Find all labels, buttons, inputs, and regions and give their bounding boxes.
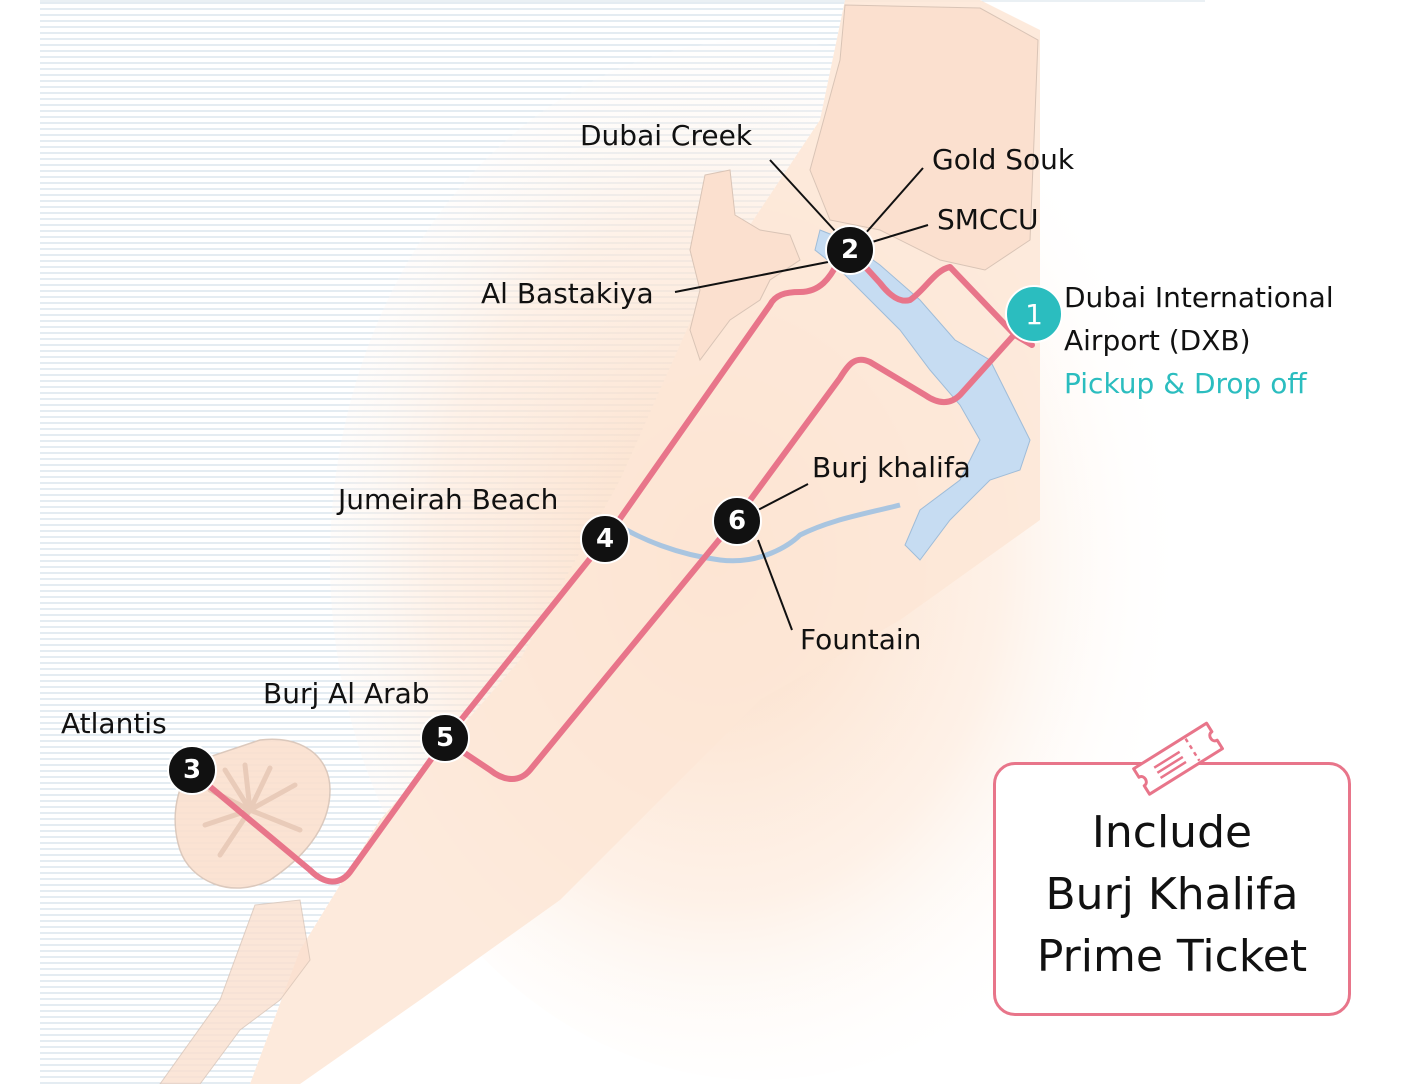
business-bay-canal — [608, 502, 901, 564]
stop-marker-2[interactable]: 2 — [825, 225, 875, 275]
ticket-callout: Include Burj Khalifa Prime Ticket — [993, 762, 1351, 1016]
stop-marker-3[interactable]: 3 — [167, 745, 217, 795]
airport-name-line1: Dubai International — [1064, 281, 1334, 314]
dubai-creek-water — [814, 229, 1031, 561]
deira-land — [809, 4, 1039, 271]
label-burj-al-arab: Burj Al Arab — [263, 677, 430, 710]
stop-marker-6[interactable]: 6 — [712, 496, 762, 546]
label-airport: Dubai International Airport (DXB) Pickup… — [1064, 276, 1334, 405]
stop-marker-5[interactable]: 5 — [420, 713, 470, 763]
airport-name-line2: Airport (DXB) — [1064, 324, 1251, 357]
label-atlantis: Atlantis — [61, 707, 167, 740]
label-al-bastakiya: Al Bastakiya — [481, 277, 654, 310]
label-gold-souk: Gold Souk — [932, 143, 1075, 176]
label-dubai-creek: Dubai Creek — [580, 119, 753, 152]
ticket-line-3: Prime Ticket — [1036, 931, 1308, 982]
creek-islands — [689, 169, 801, 362]
jebel-ali-coast — [159, 899, 311, 1084]
label-fountain: Fountain — [800, 623, 922, 656]
ticket-line-1: Include — [1091, 807, 1253, 858]
route-line-north — [187, 245, 1035, 885]
label-burj-khalifa: Burj khalifa — [812, 451, 971, 484]
ticket-line-2: Burj Khalifa — [1045, 869, 1299, 920]
route-line-south — [442, 312, 1035, 782]
stop-marker-1[interactable]: 1 — [1005, 285, 1063, 343]
stop-marker-4[interactable]: 4 — [580, 514, 630, 564]
sea-area — [40, 0, 1205, 1084]
pickup-note: Pickup & Drop off — [1064, 367, 1307, 400]
label-leaders — [674, 159, 929, 631]
ticket-icon — [1132, 721, 1224, 796]
label-smccu: SMCCU — [937, 203, 1039, 236]
label-jumeirah-beach: Jumeirah Beach — [338, 483, 559, 516]
